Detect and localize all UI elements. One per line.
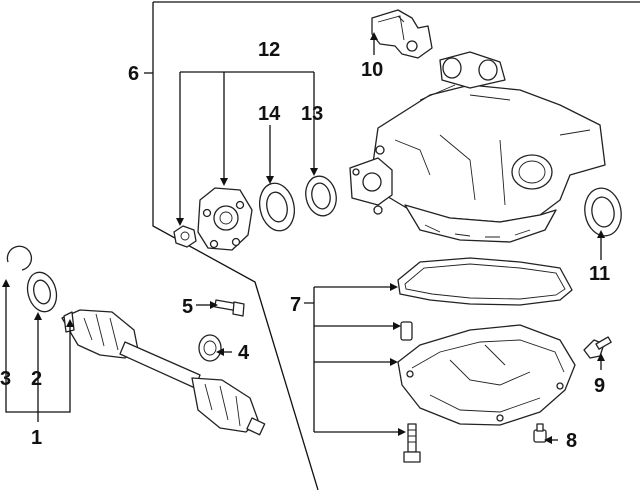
dowel-pin [400,321,413,341]
leader-lines [2,32,605,444]
axle-shaft-seal [26,271,58,313]
snap-ring [6,245,33,271]
flange-nut [173,225,197,248]
axle-seal [584,187,622,237]
axle-shaft-assembly [61,309,266,436]
cover-bolt [403,423,421,463]
drain-plug [533,423,547,443]
temperature-sensor [583,336,612,359]
cover-gasket [397,257,573,306]
callout-12: 12 [258,39,280,61]
callout-8: 8 [566,430,577,452]
callout-4: 4 [238,342,250,364]
callout-3: 3 [0,368,11,390]
pinion-seal-inner [305,175,337,217]
assembly-frame [152,1,640,490]
actuator-module [371,9,433,59]
drive-flange [197,187,253,251]
callout-5: 5 [182,296,193,318]
callout-11: 11 [589,263,610,285]
callout-1: 1 [31,427,42,449]
callout-14: 14 [258,103,281,125]
callout-9: 9 [594,375,605,397]
callout-7: 7 [290,294,301,316]
pinion-seal [258,182,296,232]
differential-housing [349,51,606,243]
differential-cover [397,324,576,426]
bushing [198,334,222,362]
callout-2: 2 [31,368,42,390]
callout-10: 10 [361,59,383,81]
callout-13: 13 [301,103,323,125]
mounting-bolt [214,299,245,317]
callout-6: 6 [128,63,139,85]
